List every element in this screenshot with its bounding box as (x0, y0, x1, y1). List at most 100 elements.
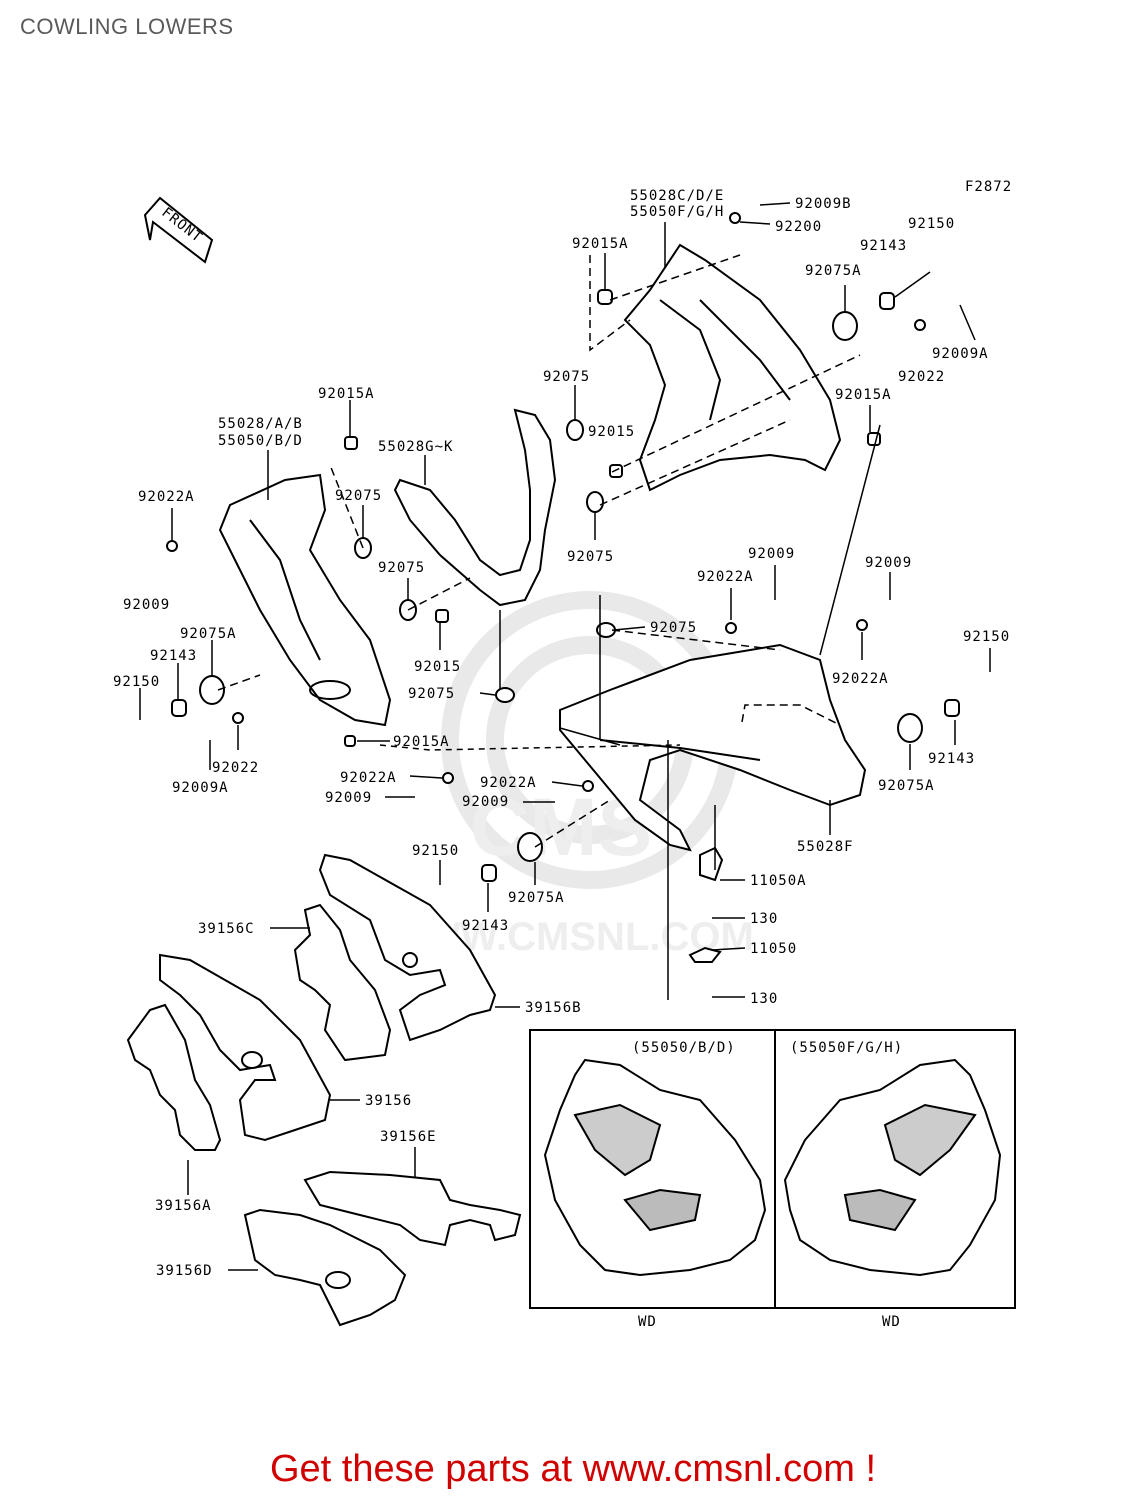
hardware-parts (166, 212, 960, 963)
callout-label: 55028C/D/E (630, 188, 724, 204)
washer-92022a-2 (725, 622, 737, 634)
callout-label: 92075 (408, 686, 455, 702)
callout-label: 92022A (480, 775, 537, 791)
leader-lines (139, 202, 991, 1271)
collar-92143-1 (879, 292, 895, 310)
callout-label: 92015A (318, 386, 375, 402)
callout-label: 92075 (335, 488, 382, 504)
call-to-action-link[interactable]: Get these parts at www.cmsnl.com ! (269, 1448, 877, 1490)
washer-92022 (914, 319, 926, 331)
callout-label: 92150 (113, 674, 160, 690)
callout-label: 92009 (748, 546, 795, 562)
inset-right-caption: WD (882, 1314, 901, 1330)
inset-left-title: (55050/B/D) (632, 1040, 736, 1056)
callout-label: 92075 (650, 620, 697, 636)
callout-label: 92009 (462, 794, 509, 810)
callout-label: 92015A (572, 236, 629, 252)
callout-label: 92075 (567, 549, 614, 565)
callout-label: 92015A (393, 734, 450, 750)
washer-92022-2 (232, 712, 244, 724)
callout-label: 92150 (963, 629, 1010, 645)
callout-label: 39156A (155, 1198, 212, 1214)
grommet-92015a-4 (344, 735, 356, 747)
callout-label: 39156B (525, 1000, 582, 1016)
front-arrow-icon: FRONT (143, 196, 214, 264)
inner-panels (126, 853, 522, 1327)
callout-label: 92200 (775, 219, 822, 235)
callout-label: 92009A (172, 780, 229, 796)
callout-label: 92075A (878, 778, 935, 794)
cowl-center-nose (393, 408, 557, 607)
callout-label: 92015A (835, 387, 892, 403)
collar-92143-4 (481, 864, 497, 882)
callout-label: 92143 (860, 238, 907, 254)
panel-39156c (293, 903, 392, 1062)
inset-left-cowl (543, 1058, 767, 1277)
panel-39156a (126, 1003, 222, 1151)
callout-label: 55028/A/B (218, 416, 303, 432)
panel-39156d (243, 1208, 407, 1327)
callout-label: 92022 (212, 760, 259, 776)
callout-label: 92009A (932, 346, 989, 362)
washer-92022a-5 (582, 780, 594, 792)
callout-label: 92022A (697, 569, 754, 585)
callout-label: 92150 (908, 216, 955, 232)
panel-39156 (159, 953, 332, 1142)
washer-92022a-4 (442, 772, 454, 784)
callout-label: 92150 (412, 843, 459, 859)
callout-label: 92143 (462, 918, 509, 934)
color-variant-insets: (55050/B/D) (55050F/G/H) WD WD (529, 1029, 1016, 1330)
callout-label: 92075A (805, 263, 862, 279)
inset-right-cowl (783, 1058, 1002, 1277)
callout-label: 11050A (750, 873, 807, 889)
callout-label: 92015 (414, 659, 461, 675)
cowl-right-lower (559, 643, 867, 852)
collar-92143-3 (944, 699, 960, 717)
callout-label: 55028G~K (378, 439, 453, 455)
damper-92075-1 (566, 419, 584, 441)
part-callouts: 55028C/D/E 55050F/G/H 92009B 92200 92015… (113, 188, 1010, 1279)
callout-label: 92009 (123, 597, 170, 613)
callout-label: 92015 (588, 424, 635, 440)
callout-label: 39156E (380, 1129, 437, 1145)
callout-label: 130 (750, 911, 778, 927)
callout-label: 11050 (750, 941, 797, 957)
inset-left-caption: WD (638, 1314, 657, 1330)
washer-92022a-1 (166, 540, 178, 552)
grommet-92015a-1 (344, 436, 358, 450)
inset-right-title: (55050F/G/H) (790, 1040, 903, 1056)
callout-label: 92009B (795, 196, 852, 212)
damper-92075a-2 (199, 675, 225, 705)
callout-label: 92143 (150, 648, 197, 664)
callout-label: 92009 (325, 790, 372, 806)
page-title: COWLING LOWERS (20, 14, 234, 39)
callout-label: 130 (750, 991, 778, 1007)
damper-92075a-3 (897, 713, 923, 743)
callout-label: 92009 (865, 555, 912, 571)
callout-label: 92075 (378, 560, 425, 576)
damper-92075a-4 (517, 832, 543, 862)
callout-label: 92075A (508, 890, 565, 906)
damper-92075-2 (586, 491, 604, 513)
callout-label: 55050/B/D (218, 433, 303, 449)
washer-92022a-3 (856, 619, 868, 631)
collar-92143-2 (171, 699, 187, 717)
washer-92200 (729, 212, 741, 224)
callout-label: 55028F (797, 839, 854, 855)
panel-39156b (318, 853, 497, 1042)
callout-label: 92022 (898, 369, 945, 385)
callout-label: 39156 (365, 1093, 412, 1109)
callout-label: 92075 (543, 369, 590, 385)
callout-label: 39156D (156, 1263, 213, 1279)
bracket-11050 (688, 946, 722, 963)
callout-label: 55050F/G/H (630, 204, 724, 220)
callout-label: 92022A (832, 671, 889, 687)
panel-39156e (303, 1170, 522, 1247)
cms-watermark: CMS WWW.CMSNL.COM (385, 591, 754, 959)
callout-label: 39156C (198, 921, 255, 937)
cowl-right-upper (623, 243, 842, 492)
bushing-92015-2 (435, 609, 449, 623)
callout-label: 92143 (928, 751, 975, 767)
